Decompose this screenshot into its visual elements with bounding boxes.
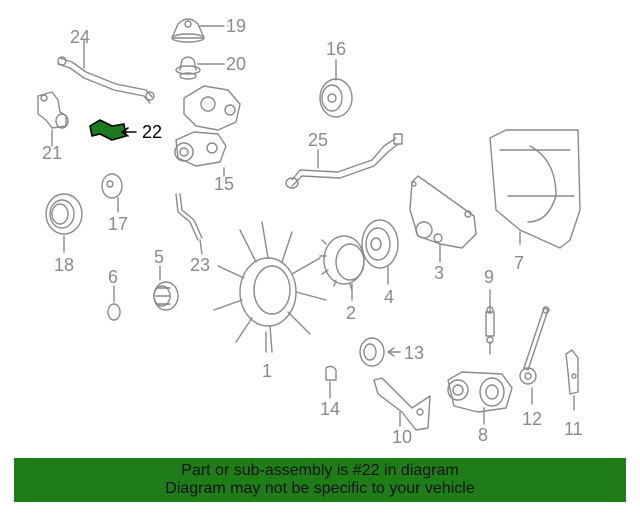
callout-24[interactable]: 24 bbox=[70, 27, 91, 47]
part-19-cap[interactable] bbox=[171, 18, 225, 43]
callout-23[interactable]: 23 bbox=[190, 255, 211, 275]
callout-10[interactable]: 10 bbox=[392, 427, 413, 447]
part-22-hose-highlighted[interactable] bbox=[89, 119, 137, 141]
callout-6[interactable]: 6 bbox=[108, 267, 119, 287]
part-9-damper[interactable] bbox=[485, 289, 495, 355]
part-15-water-pump[interactable] bbox=[174, 85, 241, 177]
part-23-hose[interactable] bbox=[175, 193, 203, 255]
part-13-pulley[interactable] bbox=[359, 337, 401, 367]
callout-4[interactable]: 4 bbox=[384, 287, 395, 307]
part-7-fan-shroud[interactable] bbox=[489, 129, 581, 249]
part-18-seal-ring[interactable] bbox=[45, 193, 83, 253]
part-16-pulley[interactable] bbox=[319, 59, 353, 118]
callout-20[interactable]: 20 bbox=[226, 54, 247, 74]
callout-11[interactable]: 11 bbox=[564, 419, 583, 439]
part-20-thermostat[interactable] bbox=[175, 56, 225, 80]
callout-17[interactable]: 17 bbox=[108, 214, 129, 234]
callout-16[interactable]: 16 bbox=[326, 39, 347, 59]
callout-2[interactable]: 2 bbox=[346, 303, 357, 323]
callout-19[interactable]: 19 bbox=[226, 16, 247, 36]
part-3-bracket[interactable] bbox=[409, 175, 477, 263]
banner-line-2: Diagram may not be specific to your vehi… bbox=[165, 480, 475, 497]
part-17-sensor[interactable] bbox=[101, 173, 123, 213]
callout-18[interactable]: 18 bbox=[54, 255, 75, 275]
callout-7[interactable]: 7 bbox=[514, 253, 525, 273]
part-12-tensioner-arm[interactable] bbox=[519, 306, 550, 405]
part-25-water-pipe[interactable] bbox=[285, 133, 403, 189]
callout-12[interactable]: 12 bbox=[522, 409, 543, 429]
part-5-pulley[interactable] bbox=[153, 265, 179, 311]
part-2-fan-clutch[interactable] bbox=[319, 235, 365, 301]
callout-13[interactable]: 13 bbox=[404, 343, 425, 363]
part-21-water-outlet[interactable] bbox=[37, 91, 69, 147]
callout-8[interactable]: 8 bbox=[478, 425, 489, 445]
callout-25[interactable]: 25 bbox=[308, 130, 329, 150]
part-4-pulley[interactable] bbox=[361, 219, 399, 285]
banner-line-1: Part or sub-assembly is #22 in diagram bbox=[181, 462, 459, 479]
callout-14[interactable]: 14 bbox=[320, 399, 341, 419]
part-10-support-bracket[interactable] bbox=[373, 377, 431, 431]
part-1-fan[interactable] bbox=[213, 221, 327, 353]
callout-5[interactable]: 5 bbox=[154, 247, 165, 267]
part-14-cap[interactable] bbox=[325, 365, 337, 399]
callout-9[interactable]: 9 bbox=[484, 267, 495, 287]
callout-15[interactable]: 15 bbox=[214, 174, 235, 194]
info-banner: Part or sub-assembly is #22 in diagram D… bbox=[14, 458, 626, 502]
callout-22-highlighted[interactable]: 22 bbox=[142, 122, 163, 142]
callout-3[interactable]: 3 bbox=[434, 263, 445, 283]
callout-1[interactable]: 1 bbox=[262, 361, 273, 381]
part-6-plug[interactable] bbox=[107, 285, 121, 321]
callout-21[interactable]: 21 bbox=[42, 143, 63, 163]
part-11-bracket[interactable] bbox=[565, 349, 579, 411]
part-8-belt-tensioner[interactable] bbox=[447, 371, 513, 425]
part-24-coolant-pipe[interactable] bbox=[57, 39, 155, 104]
